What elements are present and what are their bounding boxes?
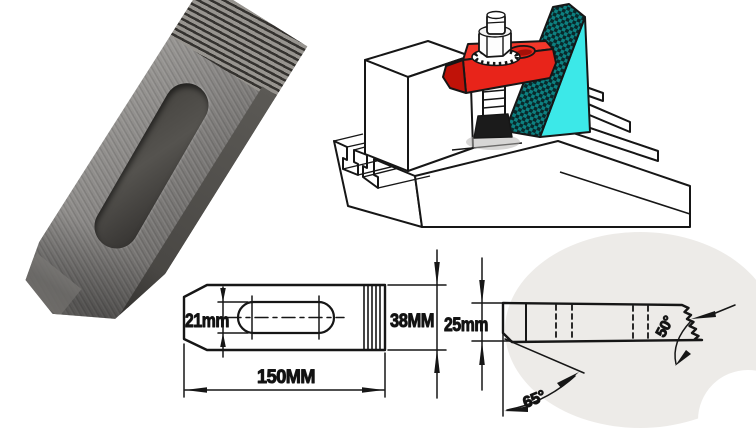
machine-table [333, 78, 691, 228]
label-length: 150MM [257, 367, 315, 388]
top-view-outline [182, 283, 387, 352]
side-view-hidden-lines [555, 304, 649, 342]
top-view-serrations [363, 285, 381, 350]
top-view-drawing: 21mm 150MM 38MM [182, 249, 447, 399]
dim-21mm [217, 286, 249, 358]
table-slot-lines [333, 133, 431, 189]
dim-serration-angle [674, 304, 736, 366]
dim-38mm [387, 249, 447, 399]
t-nut-dark [473, 113, 513, 139]
isometric-illustration [333, 3, 691, 228]
label-thickness: 25mm [444, 315, 488, 336]
bolt-stack [471, 10, 521, 67]
strap-clamp-nose [442, 59, 467, 94]
label-slot-width: 21mm [185, 311, 229, 332]
side-view-outline [501, 301, 704, 344]
label-width: 38MM [390, 311, 434, 332]
workpiece-block [364, 40, 474, 172]
dim-150mm [183, 343, 386, 398]
dim-25mm [471, 257, 513, 391]
dim-heel-angle [502, 332, 585, 417]
clamp-stud [466, 73, 520, 150]
